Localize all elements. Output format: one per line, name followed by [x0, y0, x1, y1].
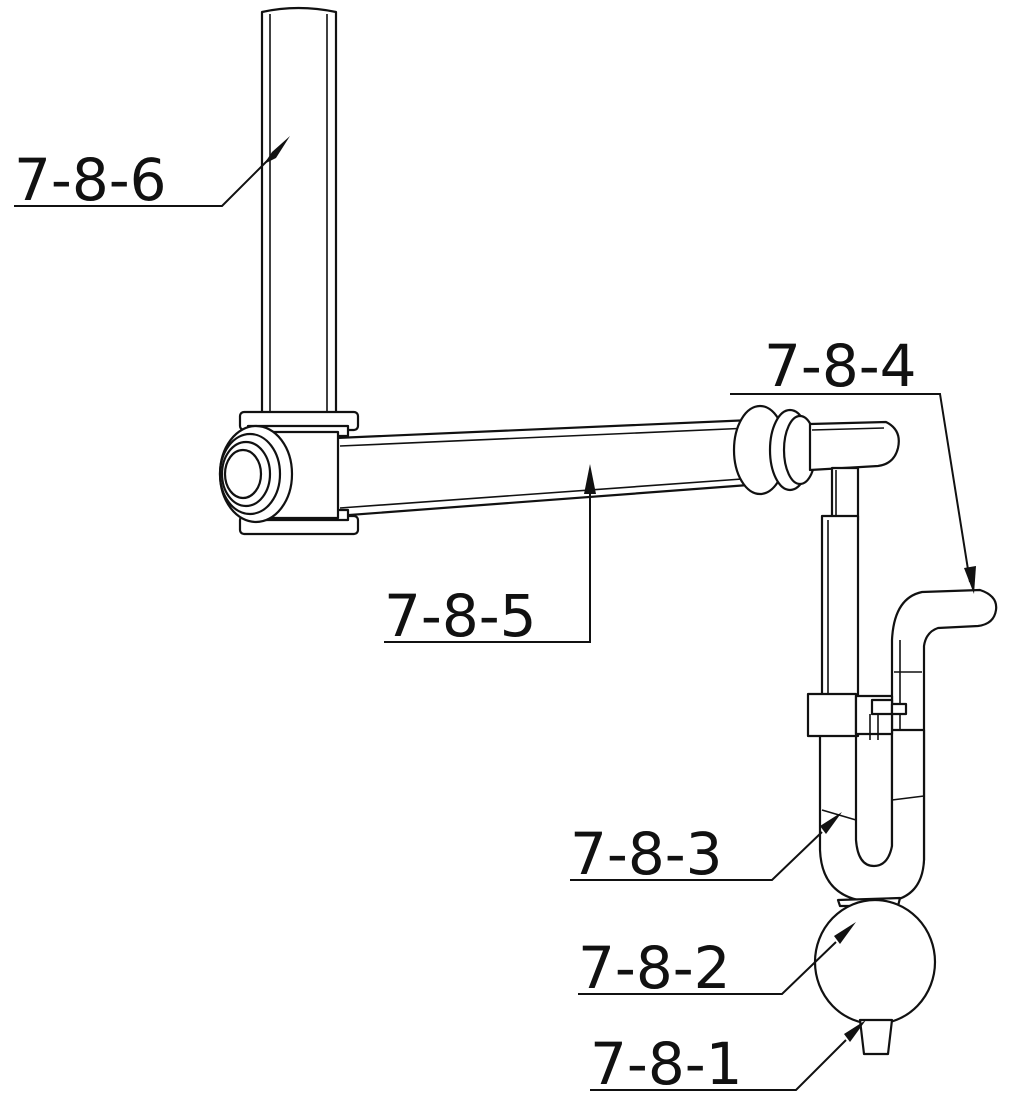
nozzle-7-8-1 [858, 1018, 894, 1056]
pipe-clamp [806, 692, 908, 740]
leader-7-8-5 [384, 464, 596, 643]
left-joint [218, 410, 360, 536]
label-7-8-4: 7-8-4 [764, 332, 917, 400]
label-7-8-6: 7-8-6 [14, 146, 167, 214]
label-7-8-2: 7-8-2 [578, 934, 731, 1002]
label-7-8-3: 7-8-3 [570, 820, 723, 888]
label-7-8-5: 7-8-5 [384, 582, 537, 650]
leader-7-8-6 [14, 136, 290, 207]
leader-7-8-4 [730, 393, 976, 594]
tee-down [830, 466, 860, 522]
vertical-pipe-7-8-6 [260, 6, 338, 420]
bulb-7-8-2 [813, 896, 937, 1026]
leader-7-8-3 [570, 812, 842, 881]
horizontal-arm-7-8-5 [334, 418, 764, 518]
leader-7-8-2 [578, 922, 856, 995]
label-7-8-1: 7-8-1 [590, 1030, 743, 1098]
right-joint [732, 404, 900, 496]
leader-7-8-1 [590, 1020, 866, 1091]
u-bend-7-8-3 [818, 728, 926, 904]
